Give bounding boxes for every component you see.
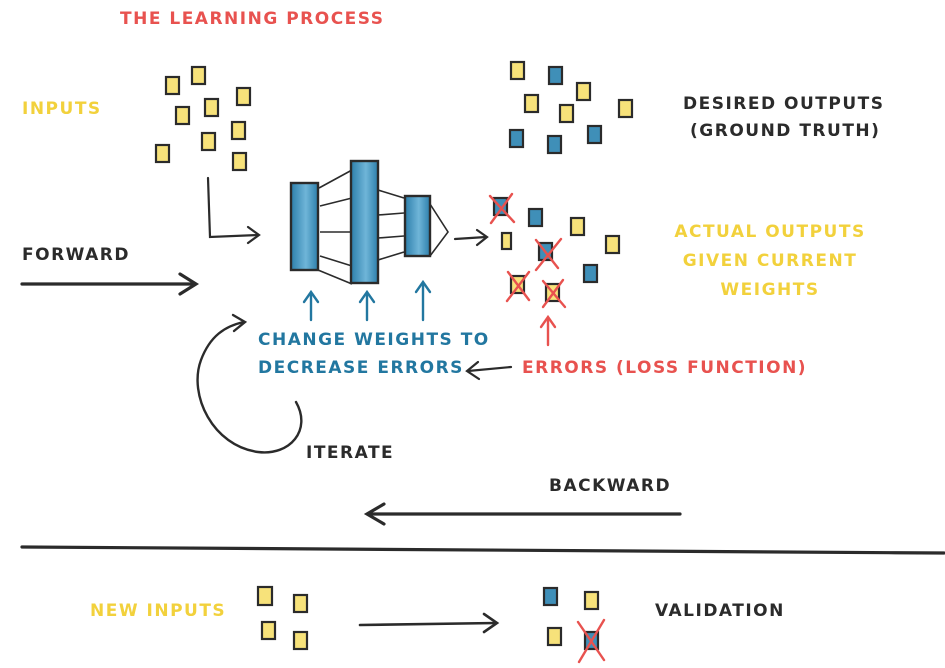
yellow-square-icon [509,60,526,81]
network-layer-1 [289,181,320,272]
yellow-square-icon [617,98,634,119]
weight-update-arrows [302,279,432,322]
diagram-title: THE LEARNING PROCESS [120,9,385,29]
actual-outputs-squares [492,196,621,303]
yellow-square-icon [292,630,309,651]
up-arrow-icon [302,289,320,322]
yellow-square-icon [569,216,586,237]
given-current-label: GIVEN CURRENT [682,251,858,271]
forward-arrow [20,272,200,296]
blue-square-icon [582,263,599,284]
weights-label: WEIGHTS [720,280,820,300]
desired-outputs-label: DESIRED OUTPUTS [683,94,885,114]
error-marks [488,192,567,309]
errors-label: ERRORS (LOSS FUNCTION) [522,358,808,378]
blue-square-icon [542,586,559,607]
red-cross-icon [534,237,563,272]
yellow-square-icon [231,151,248,172]
network-layer-2 [349,159,380,285]
decrease-errors-label: DECREASE ERRORS [258,358,464,378]
yellow-square-icon [235,86,252,107]
yellow-square-icon [200,131,217,152]
yellow-square-icon [260,620,277,641]
iterate-loop-arrow [196,313,303,454]
blue-square-icon [527,207,544,228]
inputs-squares [154,65,252,172]
blue-square-icon [547,65,564,86]
yellow-square-icon [174,105,191,126]
blue-square-icon [546,134,563,155]
inputs-label: INPUTS [22,99,102,119]
divider-line [20,545,945,555]
errors-to-weights-arrow [465,360,513,381]
up-arrow-icon [358,289,376,322]
validation-label: VALIDATION [655,601,785,621]
backward-label: BACKWARD [549,476,672,496]
new-inputs-label: NEW INPUTS [90,601,227,621]
yellow-square-icon [575,81,592,102]
yellow-square-icon [154,143,171,164]
yellow-square-icon [604,234,621,255]
actual-outputs-label: ACTUAL OUTPUTS [674,222,866,242]
new-inputs-arrow [358,612,500,634]
blue-square-icon [508,128,525,149]
yellow-square-icon [203,97,220,118]
red-cross-icon [576,618,606,664]
errors-up-arrow [539,314,557,347]
backward-arrow [363,502,682,526]
yellow-square-icon [164,75,181,96]
neural-network-icon [289,159,449,285]
yellow-square-icon [292,593,309,614]
network-to-outputs-arrow [453,228,489,247]
network-layer-3 [403,194,432,258]
change-weights-label: CHANGE WEIGHTS TO [258,330,490,350]
red-cross-icon [505,270,531,303]
red-cross-icon [488,192,516,225]
new-inputs-squares [256,585,309,651]
iterate-label: ITERATE [306,443,395,463]
yellow-square-icon [558,103,575,124]
blue-square-icon [586,124,603,145]
validation-squares [542,586,600,651]
yellow-square-icon [583,590,600,611]
desired-outputs-squares [508,60,634,155]
forward-label: FORWARD [22,245,131,265]
yellow-square-icon [256,585,274,607]
yellow-square-icon [546,626,563,647]
yellow-square-icon [523,93,540,114]
ground-truth-label: (GROUND TRUTH) [690,121,881,141]
yellow-square-icon [500,231,513,251]
red-cross-icon [541,278,567,309]
yellow-square-icon [230,120,247,141]
yellow-square-icon [190,65,207,86]
up-arrow-icon [414,279,432,322]
inputs-to-network-arrow [206,176,261,245]
